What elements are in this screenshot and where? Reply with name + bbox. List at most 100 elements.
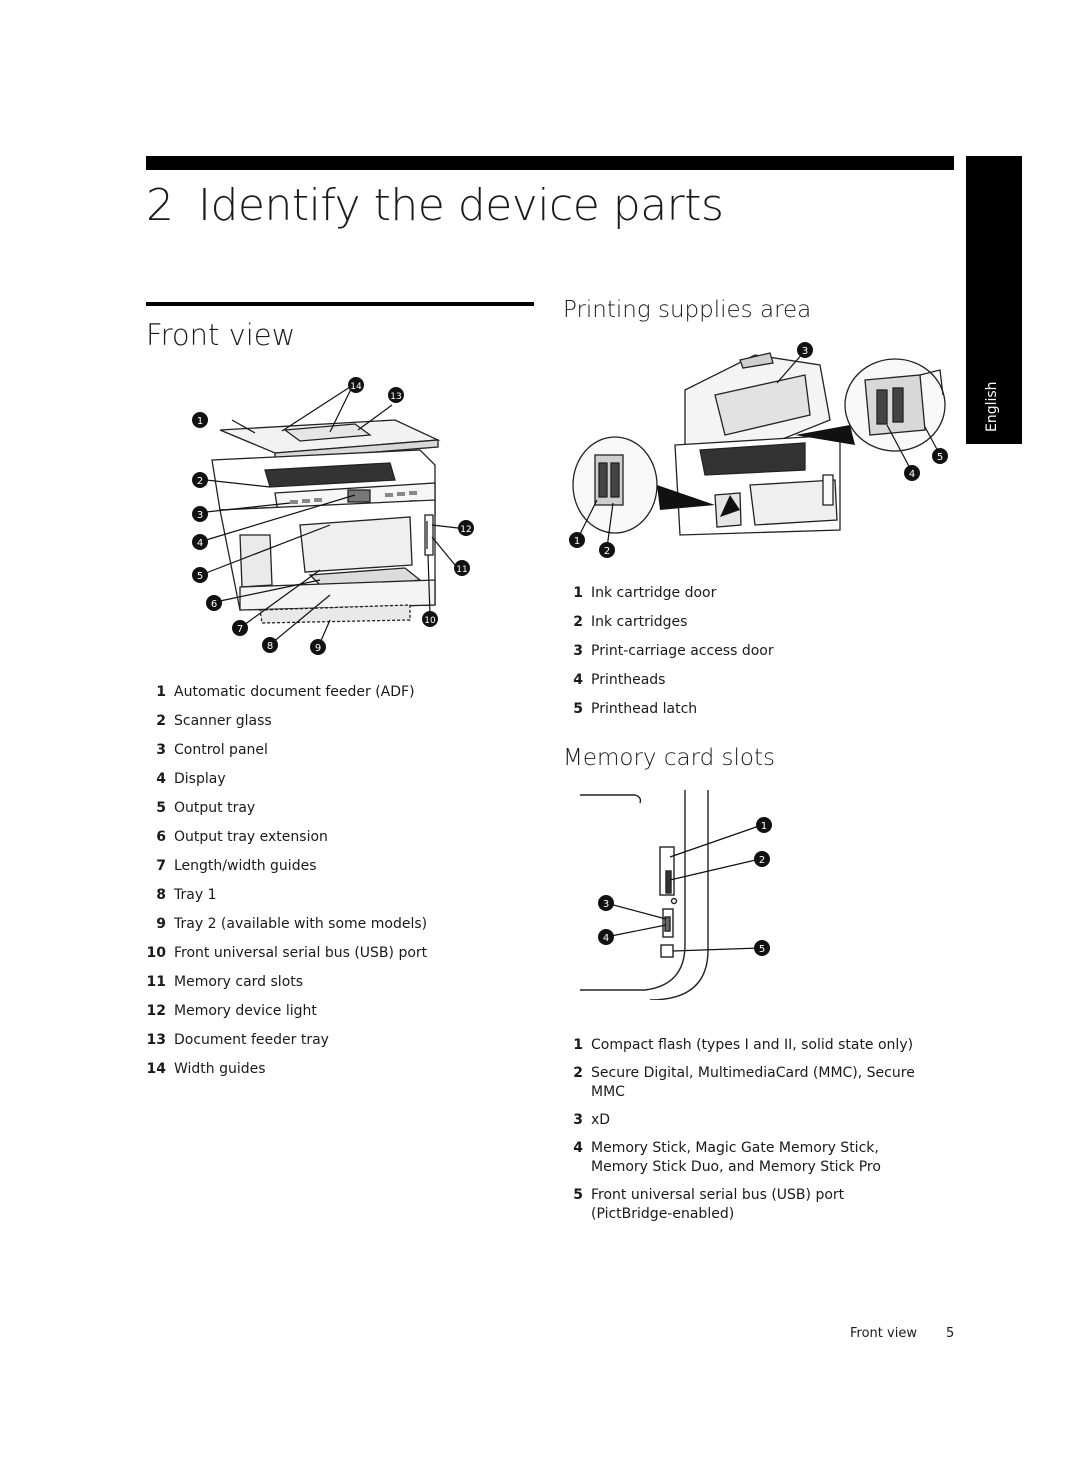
callout-1: 1: [197, 416, 203, 427]
item-label: Length/width guides: [174, 858, 317, 874]
callout-14: 14: [350, 382, 362, 392]
item-number: 8: [156, 887, 166, 903]
callout-8: 8: [267, 641, 273, 652]
item-number: 2: [156, 713, 166, 729]
footer-section-label: Front view: [850, 1326, 917, 1341]
item-number: 12: [146, 1003, 166, 1019]
item-label: Front universal serial bus (USB) port (P…: [591, 1187, 845, 1222]
list-item: 1 Compact flash (types I and II, solid st…: [563, 1036, 923, 1055]
callout-2: 2: [197, 476, 203, 487]
item-number: 13: [146, 1032, 166, 1048]
printing-supplies-callouts: 1 2 3 4 5: [569, 342, 948, 558]
language-tab-label: English: [984, 381, 1000, 432]
list-item: 8 Tray 1: [146, 886, 436, 905]
item-label: Secure Digital, MultimediaCard (MMC), Se…: [591, 1065, 915, 1100]
list-item: 2 Secure Digital, MultimediaCard (MMC), S…: [563, 1064, 923, 1102]
item-label: Ink cartridges: [591, 614, 688, 630]
item-label: Memory Stick, Magic Gate Memory Stick, M…: [591, 1140, 881, 1175]
item-label: Automatic document feeder (ADF): [174, 684, 415, 700]
item-label: Document feeder tray: [174, 1032, 329, 1048]
language-tab: English: [966, 156, 1022, 444]
chapter-title-text: Identify the device parts: [198, 180, 724, 231]
item-number: 1: [573, 585, 583, 601]
item-number: 7: [156, 858, 166, 874]
list-item: 12 Memory device light: [146, 1002, 436, 1021]
memory-card-slots-heading: Memory card slots: [563, 745, 775, 771]
list-item: 2 Scanner glass: [146, 712, 436, 731]
printing-supplies-illustration: 1 2 3 4 5: [569, 342, 948, 558]
callout-2: 2: [759, 855, 765, 866]
callout-11: 11: [456, 565, 467, 575]
item-label: Front universal serial bus (USB) port: [174, 945, 428, 961]
callout-3: 3: [603, 899, 609, 910]
callout-5: 5: [937, 452, 943, 463]
item-number: 3: [156, 742, 166, 758]
item-number: 10: [146, 945, 166, 961]
item-label: Printhead latch: [591, 701, 698, 717]
list-item: 13 Document feeder tray: [146, 1031, 436, 1050]
item-number: 9: [156, 916, 166, 932]
item-label: Printheads: [591, 672, 666, 688]
front-view-callouts: 1 2 3 4 5 6 7 8 9 10 11 12 13 14: [192, 377, 474, 655]
list-item: 4 Memory Stick, Magic Gate Memory Stick, …: [563, 1139, 923, 1177]
callout-6: 6: [211, 599, 217, 610]
printing-supplies-heading: Printing supplies area: [563, 297, 812, 323]
item-label: Output tray: [174, 800, 256, 816]
list-item: 10 Front universal serial bus (USB) port: [146, 944, 436, 963]
item-label: Display: [174, 771, 226, 787]
item-number: 2: [573, 614, 583, 630]
item-label: Scanner glass: [174, 713, 272, 729]
item-number: 14: [146, 1061, 166, 1077]
list-item: 2 Ink cartridges: [563, 613, 823, 632]
list-item: 14 Width guides: [146, 1060, 436, 1079]
item-label: Ink cartridge door: [591, 585, 717, 601]
callout-4: 4: [909, 469, 915, 480]
list-item: 5 Printhead latch: [563, 700, 823, 719]
callout-10: 10: [424, 616, 436, 626]
callout-1: 1: [574, 536, 580, 547]
item-number: 5: [156, 800, 166, 816]
callout-12: 12: [460, 525, 471, 535]
item-number: 5: [573, 1187, 583, 1203]
callout-9: 9: [315, 643, 321, 654]
memory-card-slots-callouts: 1 2 3 4 5: [598, 817, 772, 956]
callout-3: 3: [197, 510, 203, 521]
item-number: 2: [573, 1065, 583, 1081]
callout-4: 4: [197, 538, 203, 549]
item-number: 1: [573, 1037, 583, 1053]
section-rule: [146, 302, 534, 306]
chapter-rule: [146, 156, 954, 170]
list-item: 5 Output tray: [146, 799, 436, 818]
item-label: Tray 2 (available with some models): [174, 916, 428, 932]
item-number: 4: [573, 1140, 583, 1156]
item-number: 11: [146, 974, 166, 990]
item-label: Memory device light: [174, 1003, 317, 1019]
item-number: 5: [573, 701, 583, 717]
list-item: 4 Printheads: [563, 671, 823, 690]
front-view-illustration: 1 2 3 4 5 6 7 8 9 10 11 12 13 14: [192, 377, 474, 655]
callout-5: 5: [197, 571, 203, 582]
list-item: 9 Tray 2 (available with some models): [146, 915, 436, 934]
item-number: 3: [573, 1112, 583, 1128]
list-item: 3 xD: [563, 1111, 923, 1130]
callout-2: 2: [604, 546, 610, 557]
item-number: 4: [573, 672, 583, 688]
callout-3: 3: [802, 346, 808, 357]
item-number: 6: [156, 829, 166, 845]
front-view-heading: Front view: [146, 318, 296, 352]
callout-4: 4: [603, 933, 609, 944]
list-item: 1 Ink cartridge door: [563, 584, 823, 603]
callout-1: 1: [761, 821, 767, 832]
item-label: Width guides: [174, 1061, 266, 1077]
item-label: Tray 1: [174, 887, 217, 903]
item-label: Compact flash (types I and II, solid sta…: [591, 1037, 914, 1053]
page-number: 5: [946, 1326, 955, 1341]
callout-7: 7: [237, 624, 243, 635]
item-label: xD: [591, 1112, 611, 1128]
